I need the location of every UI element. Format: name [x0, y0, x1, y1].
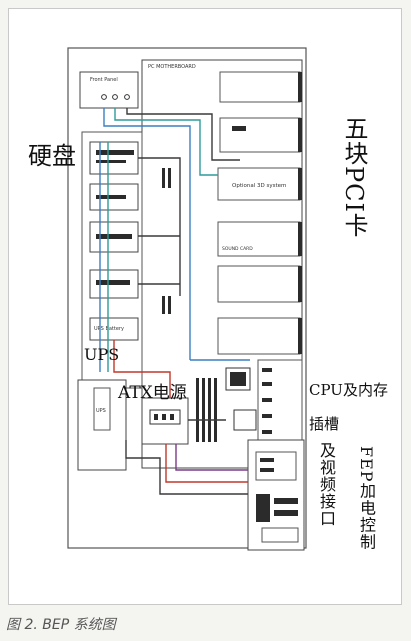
label-ups: UPS: [84, 345, 120, 364]
sound-card-label: SOUND CARD: [222, 246, 253, 252]
cables: [99, 108, 250, 495]
pci-card-4: [217, 265, 302, 303]
fep-control-board: [247, 439, 305, 551]
pci-connectors: [162, 168, 171, 314]
front-panel: Front Panel: [79, 71, 139, 109]
label-five-pci-cards: 五块PCI卡: [340, 116, 368, 238]
ups-unit: UPS: [77, 379, 127, 471]
pci-card-sound: SOUND CARD: [217, 221, 302, 257]
label-video-port: 及视频接口: [317, 442, 336, 527]
pci-card-1: [219, 71, 302, 103]
atx-power-supply: [141, 397, 189, 445]
ups-unit-label: UPS: [96, 408, 106, 414]
motherboard-label: PC MOTHERBOARD: [148, 64, 196, 70]
system-enclosure: [67, 47, 307, 549]
optional-3d-label: Optional 3D system: [232, 183, 286, 189]
label-cpu-memory-slots: CPU及内存插槽: [309, 381, 388, 433]
diagram-frame: [8, 8, 402, 605]
label-atx-power: ATX电源: [118, 383, 187, 403]
front-panel-label: Front Panel: [90, 77, 118, 83]
ups-battery: UPS Battery: [89, 317, 139, 341]
ups-battery-label: UPS Battery: [94, 326, 124, 332]
drive-bay: [81, 131, 143, 389]
pci-card-2: [219, 117, 302, 153]
figure-caption: 图 2. BEP 系统图: [6, 617, 116, 633]
pci-card-5: [217, 317, 302, 355]
cpu-socket: [225, 367, 257, 431]
pci-card-optional-3d: Optional 3D system: [217, 167, 302, 201]
label-fep-power-control: FEP加电控制: [357, 446, 376, 551]
memory-slots: [196, 378, 217, 442]
label-hard-disk: 硬盘: [28, 142, 76, 170]
